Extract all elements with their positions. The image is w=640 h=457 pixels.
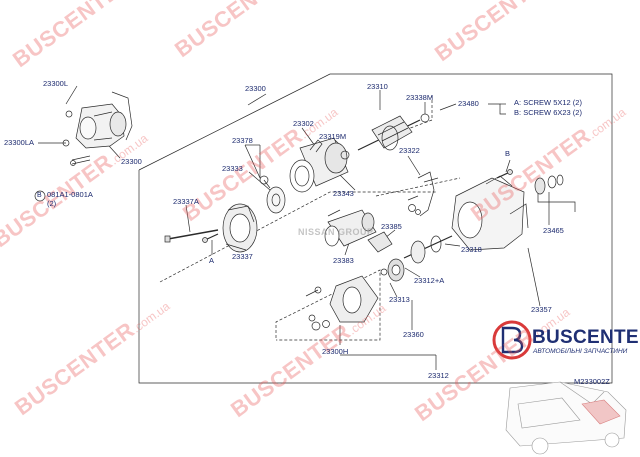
shift-lever [408, 171, 439, 217]
callout-b-circle: B [37, 192, 42, 199]
solenoid [324, 209, 377, 247]
shaft-dashed [375, 177, 461, 197]
label-23333: 23333 [222, 164, 243, 173]
label-23312A: 23312+A [414, 276, 445, 285]
label-23337A: 23337A [173, 197, 199, 206]
legend-row-a: A: SCREW 5X12 (2) [514, 98, 582, 107]
label-23343: 23343 [333, 189, 354, 198]
callout-b: B [505, 149, 511, 158]
assembly-dashed-box [159, 191, 436, 283]
label-23313: 23313 [389, 295, 410, 304]
label-23357: 23357 [531, 305, 552, 314]
brush-holder [259, 175, 286, 214]
label-23300H: 23300H [322, 347, 349, 356]
motor-yoke [289, 137, 349, 193]
brand-tagline: АВТОМОБІЛЬНІ ЗАПЧАСТИНИ [533, 348, 628, 355]
legend-row-b: B: SCREW 6X23 (2) [514, 108, 582, 117]
label-081A1-qty: (2) [47, 199, 57, 208]
label-23302: 23302 [293, 119, 314, 128]
label-23318: 23318 [461, 245, 482, 254]
label-23360: 23360 [403, 330, 424, 339]
nissan-group-watermark: NISSAN GROUP [298, 227, 374, 237]
callout-a: A [209, 256, 215, 265]
armature-dashed [404, 95, 433, 131]
label-081A1-0801A: 081A1-0801A [47, 190, 93, 199]
gear-housing [451, 175, 529, 251]
legend-text-a: SCREW 5X12 (2) [523, 98, 582, 107]
legend-text-b: SCREW 6X23 (2) [523, 108, 582, 117]
label-23378: 23378 [232, 136, 253, 145]
legend-key-b: B: [514, 108, 522, 117]
overrunning-clutch [403, 235, 453, 264]
label-23383: 23383 [333, 256, 354, 265]
label-23322: 23322 [399, 146, 420, 155]
label-23480: 23480 [458, 99, 479, 108]
armature [340, 113, 430, 160]
rear-cover [222, 203, 258, 253]
legend-key-a: A: [514, 98, 522, 107]
screw-a [202, 233, 219, 243]
screw-b [496, 169, 513, 179]
label-23385: 23385 [381, 222, 402, 231]
frame-line [138, 73, 613, 384]
label-23312: 23312 [428, 371, 449, 380]
through-bolt [164, 229, 219, 243]
starter-assembly-thumbnail [62, 91, 133, 166]
label-23337: 23337 [232, 252, 253, 261]
label-23300LA: 23300LA [4, 138, 35, 147]
plunger [367, 231, 393, 253]
idler-gear [380, 258, 405, 282]
brand-logo [492, 320, 532, 360]
brand-name: BUSCENTER [532, 327, 640, 348]
label-23300: 23300 [121, 157, 142, 166]
van-sketch [505, 381, 627, 455]
assembly-dashed-box-lower [275, 269, 381, 341]
label-23300-frame: 23300 [245, 84, 266, 93]
diagram-code: M233002Z [574, 377, 610, 386]
pinion-gear [534, 174, 564, 195]
washer-set [308, 314, 330, 331]
label-23338M: 23338M [406, 93, 434, 102]
label-23300L: 23300L [43, 79, 69, 88]
end-housing [305, 275, 379, 323]
small-fittings [327, 195, 419, 217]
label-23465: 23465 [543, 226, 564, 235]
label-23319M: 23319M [319, 132, 347, 141]
label-23310: 23310 [367, 82, 388, 91]
